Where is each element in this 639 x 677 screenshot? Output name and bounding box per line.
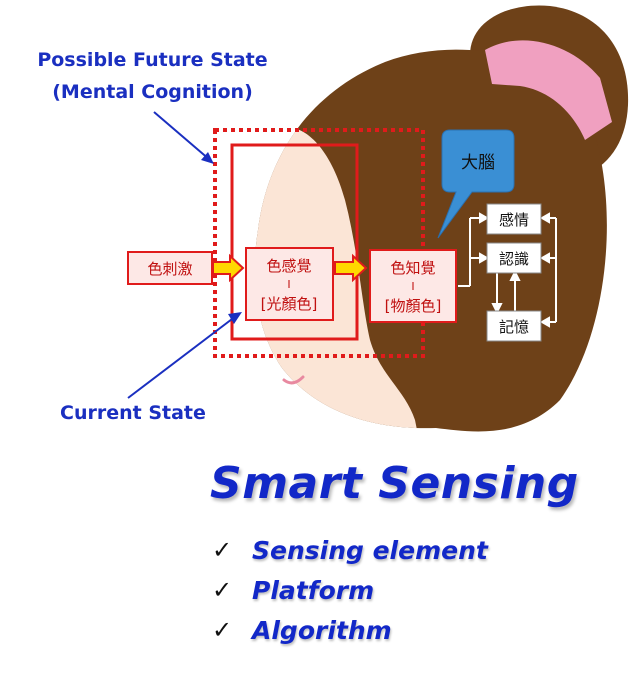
bubble-shape [437, 129, 515, 239]
checklist-item: ✓ Sensing element [212, 530, 488, 570]
future-state-pointer [153, 111, 211, 161]
sensation-sub-label: [光顏色] [261, 295, 318, 313]
smart-sensing-title: Smart Sensing [210, 458, 579, 509]
stimulus-label: 色刺激 [147, 260, 192, 278]
future-state-frame [213, 128, 425, 358]
emotion-box [486, 203, 542, 235]
checkmark-icon: ✓ [212, 536, 233, 564]
checklist-item: ✓ Platform [212, 570, 488, 610]
mouth-icon [282, 375, 305, 385]
sensation-separator: I [287, 278, 290, 291]
feature-checklist: ✓ Sensing element ✓ Platform ✓ Algorithm [212, 530, 488, 650]
sensation-label: 色感覺 [266, 257, 311, 275]
current-state-label: Current State [60, 402, 206, 424]
perception-box [369, 249, 457, 323]
emotion-label: 感情 [499, 211, 529, 229]
future-state-label: Possible Future State (Mental Cognition) [20, 44, 285, 108]
bubble-label: 大腦 [461, 153, 495, 173]
checkmark-icon: ✓ [212, 616, 233, 644]
checklist-label: Algorithm [252, 615, 392, 645]
future-state-line1: Possible Future State [37, 49, 268, 71]
memory-label: 記憶 [499, 318, 529, 336]
future-state-line2: (Mental Cognition) [52, 81, 253, 103]
checkmark-icon: ✓ [212, 576, 233, 604]
current-state-pointer-head [228, 312, 242, 324]
current-state-frame [230, 143, 359, 341]
checklist-item: ✓ Algorithm [212, 610, 488, 650]
perception-sub-label: [物顏色] [385, 297, 442, 315]
arrow-stimulus-to-sensation [212, 253, 245, 283]
checklist-label: Platform [252, 575, 375, 605]
sensation-box [245, 247, 334, 321]
stimulus-box [127, 251, 213, 285]
cognition-label: 認識 [499, 250, 529, 268]
perception-separator: I [411, 280, 414, 293]
brain-bubble: 大腦 [437, 129, 515, 239]
head-illustration [254, 5, 629, 432]
arrow-sensation-to-perception [334, 253, 368, 283]
cognition-box [486, 242, 542, 274]
cognition-connectors [458, 212, 557, 328]
perception-label: 色知覺 [390, 259, 435, 277]
current-state-pointer [127, 315, 237, 399]
hair-band [485, 40, 612, 140]
memory-box [486, 310, 542, 342]
checklist-label: Sensing element [252, 535, 488, 565]
future-state-pointer-head [201, 152, 214, 164]
